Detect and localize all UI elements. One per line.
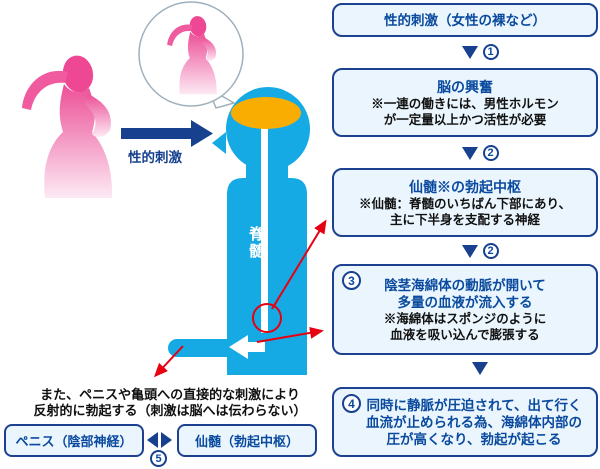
sacral-center-box: 仙髄（勃起中枢）: [177, 424, 317, 457]
down-arrow-icon: [461, 244, 478, 258]
penis-nerve-box-label: ペニス（陰部神経）: [15, 434, 133, 449]
step-badge-3: 3: [342, 271, 361, 290]
red-arrow-to-artery-box: [256, 326, 324, 343]
flow-step-marker-3: 2: [380, 243, 580, 259]
flow-box-vein-title-3: 圧が高くなり、勃起が起こる: [386, 431, 562, 447]
step-badge-4: 4: [342, 394, 361, 413]
step-number-circle: 2: [482, 145, 499, 161]
flow-box-vein-title-2: 血流が止められる為、海綿体内部の: [366, 414, 582, 430]
sacral-center-box-label: 仙髄（勃起中枢）: [194, 434, 299, 449]
flow-box-artery-title-1: 陰茎海綿体の動脈が開いて: [384, 277, 546, 293]
step-number-circle-5: 5: [150, 450, 167, 467]
reflex-caption-line-1: また、ペニスや亀頭への直接的な刺激により: [40, 387, 300, 402]
stimulus-arrow-label: 性的刺激: [128, 150, 182, 165]
flow-box-artery: 3 陰茎海綿体の動脈が開いて 多量の血液が流入する ※海綿体はスポンジのように …: [332, 264, 598, 355]
flow-box-brain-note-1: ※一連の働きには、男性ホルモン: [371, 96, 559, 111]
flow-box-sacral-note-2: 主に下半身を支配する神経: [389, 212, 540, 227]
spinal-cord-line: [261, 127, 268, 333]
flow-box-stimulus: 性的刺激（女性の裸など）: [332, 3, 598, 37]
flow-box-sacral-note-1: ※仙髄：脊髄のいちばん下部にあり、: [358, 196, 571, 211]
spinal-cord-label: 脊髄: [247, 226, 264, 260]
down-arrow-icon: [461, 45, 478, 59]
step-number-circle: 1: [482, 44, 499, 60]
flow-box-artery-note-2: 血液を吸い込んで膨張する: [390, 327, 540, 342]
sacral-circle: [252, 303, 282, 333]
flow-box-artery-note-1: ※海綿体はスポンジのように: [383, 311, 547, 326]
flow-box-artery-title-2: 多量の血液が流入する: [397, 294, 533, 310]
left-arrow-icon: [147, 432, 158, 448]
reflex-caption: また、ペニスや亀頭への直接的な刺激により 反射的に勃起する（刺激は脳へは伝わらな…: [8, 387, 332, 419]
down-arrow-icon: [461, 146, 478, 160]
flow-box-vein-title-1: 同時に静脈が圧迫されて、出て行く: [366, 397, 582, 413]
flow-step-marker-4: [380, 362, 580, 375]
thought-bubble: [138, 1, 244, 109]
red-arrow-to-sacral-box: [271, 219, 327, 310]
brain: [231, 97, 301, 129]
reflex-caption-line-2: 反射的に勃起する（刺激は脳へは伝わらない）: [33, 403, 307, 418]
step-number-circle: 2: [482, 243, 499, 259]
female-silhouette: [22, 53, 113, 199]
flow-box-sacral-title: 仙髄※の勃起中枢: [409, 178, 521, 195]
penis-nerve-box: ペニス（陰部神経）: [4, 424, 144, 457]
flow-box-vein: 4 同時に静脈が圧迫されて、出て行く 血流が止められる為、海綿体内部の 圧が高く…: [332, 387, 598, 457]
flow-step-marker-2: 2: [380, 145, 580, 161]
flow-box-brain: 脳の興奮 ※一連の働きには、男性ホルモン が一定量以上かつ活性が必要: [332, 68, 598, 137]
reflex-white-arrow: [229, 335, 265, 359]
flow-box-stimulus-title: 性的刺激（女性の裸など）: [384, 12, 546, 28]
flow-step-marker-1: 1: [380, 44, 580, 60]
flow-box-brain-note-2: が一定量以上かつ活性が必要: [383, 112, 547, 127]
right-arrow-icon: [161, 432, 172, 448]
face-nose: [212, 132, 226, 154]
red-arrow-to-glans-text: [153, 345, 184, 378]
penis-shape: [168, 339, 243, 357]
down-arrow-icon: [472, 362, 488, 375]
flow-box-brain-title: 脳の興奮: [437, 78, 493, 95]
stimulus-arrow: [121, 120, 213, 147]
red-pointer-arrows: [153, 219, 327, 378]
bidirectional-arrows-icon: [147, 432, 172, 448]
flow-box-sacral: 仙髄※の勃起中枢 ※仙髄：脊髄のいちばん下部にあり、 主に下半身を支配する神経: [332, 168, 598, 237]
